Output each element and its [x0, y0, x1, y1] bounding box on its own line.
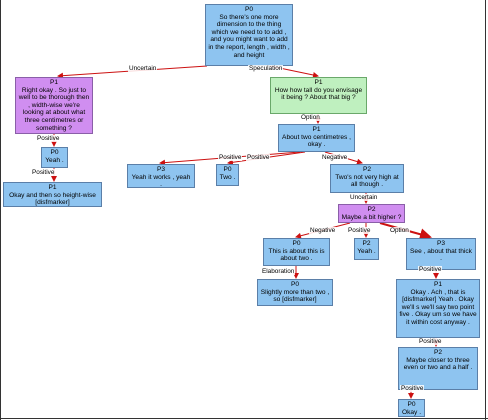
node-speaker: P0	[244, 6, 254, 13]
node-n10[interactable]: P2 Maybe a bit higher ?	[338, 204, 405, 223]
edge-label-e3: Positive	[36, 135, 61, 142]
node-text: Yeah .	[357, 247, 376, 255]
node-n11[interactable]: P0 This is about this is about two .	[263, 238, 330, 266]
node-text: Two's not very high at all though .	[335, 173, 399, 189]
node-speaker: P3	[156, 166, 166, 173]
node-text: Yeah .	[45, 156, 64, 164]
node-speaker: P0	[407, 401, 416, 408]
frame-bottom-border	[0, 418, 488, 419]
node-n14[interactable]: P0 Slightly more than two , so [disfmark…	[257, 279, 333, 306]
node-speaker: P1	[314, 79, 323, 86]
node-text: Slightly more than two , so [disfmarker]	[260, 288, 330, 304]
edge-label-e16: Positive	[400, 385, 425, 392]
node-n12[interactable]: P2 Yeah .	[354, 238, 379, 260]
node-speaker: P3	[436, 240, 446, 247]
node-text: Two .	[219, 173, 236, 181]
edge-label-e1: Uncertain	[128, 65, 158, 72]
node-text: This is about this is about two .	[268, 247, 325, 263]
node-speaker: P0	[50, 149, 59, 156]
node-n7[interactable]: P3 Yeah it works , yeah .	[127, 164, 195, 188]
node-n6[interactable]: P1 About two centimetres , okay .	[278, 124, 355, 152]
edge-label-e10: Negative	[309, 227, 337, 234]
node-n13[interactable]: P3 See , about that thick .	[406, 238, 476, 270]
node-n2[interactable]: P1 Right okay . So just to well to be th…	[15, 77, 93, 134]
edge-label-e5: Option	[300, 114, 321, 121]
node-speaker: P2	[362, 240, 371, 247]
node-speaker: P1	[312, 126, 321, 133]
node-speaker: P0	[292, 240, 301, 247]
node-n16[interactable]: P2 Maybe closer to three even or two and…	[398, 347, 478, 390]
edge-label-e14: Positive	[418, 266, 443, 273]
node-speaker: P1	[49, 79, 59, 86]
edge-label-e8: Negative	[321, 154, 349, 161]
node-speaker: P2	[433, 349, 443, 356]
node-text: So there's one more dimension to the thi…	[208, 13, 290, 59]
node-n8[interactable]: P0 Two .	[216, 164, 239, 186]
node-text: Maybe a bit higher ?	[341, 213, 402, 221]
edge-label-e4: Positive	[31, 169, 56, 176]
edge-label-e11: Positive	[347, 227, 372, 234]
edge-label-e7: Positive	[246, 154, 271, 161]
edge-label-e12: Option	[389, 227, 410, 234]
frame-left-border	[0, 0, 1, 420]
edge-label-e9: Uncertain	[349, 194, 379, 201]
node-n17[interactable]: P0 Okay .	[398, 399, 425, 417]
node-speaker: P1	[433, 281, 443, 288]
node-text: How how tall do you envisage it being ? …	[274, 86, 363, 102]
node-text: Okay .	[401, 408, 422, 416]
node-n15[interactable]: P1 Okay . Ach , that is [disfmarker] Yea…	[396, 279, 480, 338]
node-text: About two centimetres , okay .	[282, 133, 351, 149]
node-text: Yeah it works , yeah .	[131, 173, 191, 188]
node-n5[interactable]: P1 Okay and then so height-wise [disfmar…	[3, 182, 102, 207]
node-text: Okay . Ach , that is [disfmarker] Yeah .…	[399, 288, 477, 326]
node-speaker: P2	[362, 166, 372, 173]
node-n9[interactable]: P2 Two's not very high at all though .	[330, 164, 404, 193]
node-speaker: P0	[290, 281, 300, 288]
node-speaker: P0	[223, 166, 232, 173]
edge-label-e6: Positive	[218, 154, 243, 161]
node-text: Okay and then so height-wise [disfmarker…	[9, 191, 96, 207]
edge-label-e13: Elaboration	[261, 268, 296, 275]
node-n1[interactable]: P0 So there's one more dimension to the …	[205, 4, 293, 66]
node-text: See , about that thick .	[410, 247, 472, 263]
node-speaker: P1	[48, 184, 57, 191]
node-n3[interactable]: P1 How how tall do you envisage it being…	[270, 77, 367, 114]
frame-right-border	[485, 0, 486, 420]
node-text: Right okay . So just to well to be thoro…	[18, 86, 90, 132]
node-speaker: P2	[367, 206, 376, 213]
edge-label-e2: Speculation	[248, 65, 284, 72]
edge-label-e15: Positive	[418, 338, 443, 345]
node-text: Maybe closer to three even or two and a …	[403, 356, 473, 372]
node-n4[interactable]: P0 Yeah .	[41, 147, 68, 168]
